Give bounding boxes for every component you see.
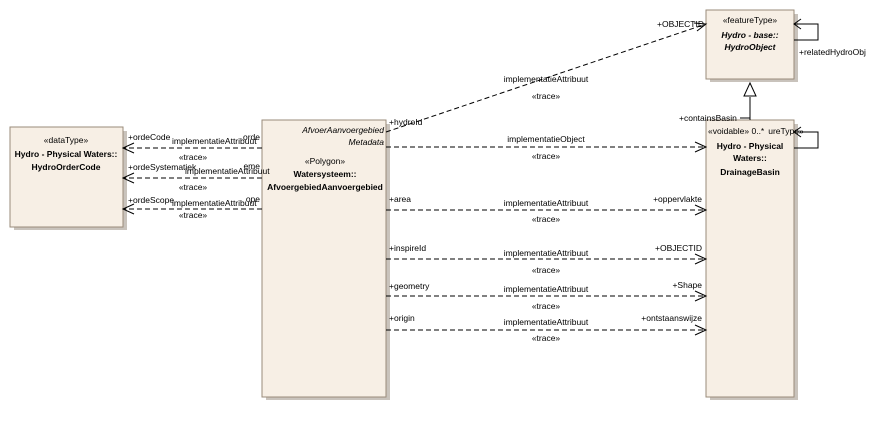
class-drainage-basin[interactable]: «voidable» 0..*ureType» Hydro - Physical… [705, 119, 804, 400]
generalization-arrowhead [743, 81, 757, 97]
hydro-object-name: HydroObject [724, 42, 776, 52]
orde-systematiek-trace-label: «trace» [179, 182, 208, 192]
origin-label: +origin [389, 313, 415, 323]
hydroid-label: +hydroId [389, 117, 423, 127]
drainage-basin-stereotype: «voidable» 0..*ureType» [708, 126, 804, 136]
class-afvoergebied-aanvoergebied[interactable]: AfvoerAanvoergebied Metadata «Polygon» W… [261, 119, 390, 400]
drainage-basin-package-2: Waters:: [733, 153, 767, 163]
self-association-related-hydro-obj[interactable] [794, 23, 819, 41]
hydroid-trace-label: «trace» [532, 91, 561, 101]
oppervlakte-label: +oppervlakte [653, 194, 702, 204]
trace-geometry-shape[interactable] [386, 290, 708, 302]
orde-scope-trace-label: «trace» [179, 210, 208, 220]
hydro-order-code-name: HydroOrderCode [32, 162, 101, 172]
hydro-object-package: Hydro - base:: [721, 30, 778, 40]
origin-relation-label: implementatieAttribuut [504, 317, 589, 327]
orde-scope-label: +ordeScope [128, 195, 174, 205]
self-association-drainage-arrowhead [793, 126, 802, 138]
drainage-basin-name: DrainageBasin [720, 167, 780, 177]
drainage-basin-package-1: Hydro - Physical [717, 141, 784, 151]
trace-orde-code[interactable] [121, 142, 262, 154]
afvoergebied-tag-1: AfvoerAanvoergebied [301, 125, 384, 135]
trace-hydroid-objectid[interactable] [385, 22, 708, 133]
objectid-right-label: +OBJECTID [655, 243, 702, 253]
afvoergebied-stereotype: «Polygon» [305, 156, 345, 166]
trace-area-oppervlakte[interactable] [386, 204, 708, 216]
related-hydro-obj-label: +relatedHydroObj [799, 47, 866, 57]
afvoergebied-tag-2: Metadata [349, 137, 385, 147]
origin-trace-label: «trace» [532, 333, 561, 343]
hydro-order-code-package: Hydro - Physical Waters:: [15, 149, 118, 159]
orde-scope-source-label: ope [246, 194, 260, 204]
class-hydro-object[interactable]: «featureType» Hydro - base:: HydroObject [705, 9, 798, 82]
inspireid-label: +inspireId [389, 243, 426, 253]
orde-code-source-label: orde [243, 132, 260, 142]
implementatie-object-label: implementatieObject [507, 134, 585, 144]
geometry-relation-label: implementatieAttribuut [504, 284, 589, 294]
orde-code-label: +ordeCode [128, 132, 171, 142]
hydro-order-code-stereotype: «dataType» [44, 135, 89, 145]
trace-inspireid-objectid[interactable] [386, 253, 708, 265]
area-label: +area [389, 194, 411, 204]
hydroid-relation-label: implementatieAttribuut [504, 74, 589, 84]
self-association-arrowhead [793, 18, 802, 30]
contains-basin-label: +containsBasin [679, 113, 737, 123]
trace-orde-systematiek[interactable] [121, 172, 262, 184]
trace-implementatie-object[interactable] [386, 141, 708, 153]
hydro-object-stereotype: «featureType» [723, 15, 778, 25]
inspireid-trace-label: «trace» [532, 265, 561, 275]
orde-systematiek-label: +ordeSystematiek [128, 162, 197, 172]
area-trace-label: «trace» [532, 214, 561, 224]
implementatie-object-trace: «trace» [532, 151, 561, 161]
inspireid-relation-label: implementatieAttribuut [504, 248, 589, 258]
orde-systematiek-relation-label: implementatieAttribuut [185, 166, 270, 176]
orde-code-trace-label: «trace» [179, 152, 208, 162]
class-hydro-order-code[interactable]: «dataType» Hydro - Physical Waters:: Hyd… [9, 126, 127, 230]
afvoergebied-package: Watersysteem:: [294, 169, 357, 179]
geometry-label: +geometry [389, 281, 430, 291]
area-relation-label: implementatieAttribuut [504, 198, 589, 208]
shape-label: +Shape [672, 280, 702, 290]
orde-scope-relation-label: implementatieAttribuut [172, 198, 257, 208]
objectid-top-label: +OBJECTID [657, 19, 704, 29]
trace-origin-ontstaanswijze[interactable] [386, 324, 708, 336]
orde-code-relation-label: implementatieAttribuut [172, 136, 257, 146]
orde-systematiek-source-label: eme [243, 161, 260, 171]
trace-orde-scope[interactable] [121, 203, 262, 215]
self-association-drainage-basin[interactable] [794, 131, 819, 149]
geometry-trace-label: «trace» [532, 301, 561, 311]
afvoergebied-name: AfvoergebiedAanvoergebied [267, 182, 383, 192]
ontstaanswijze-label: +ontstaanswijze [641, 313, 702, 323]
